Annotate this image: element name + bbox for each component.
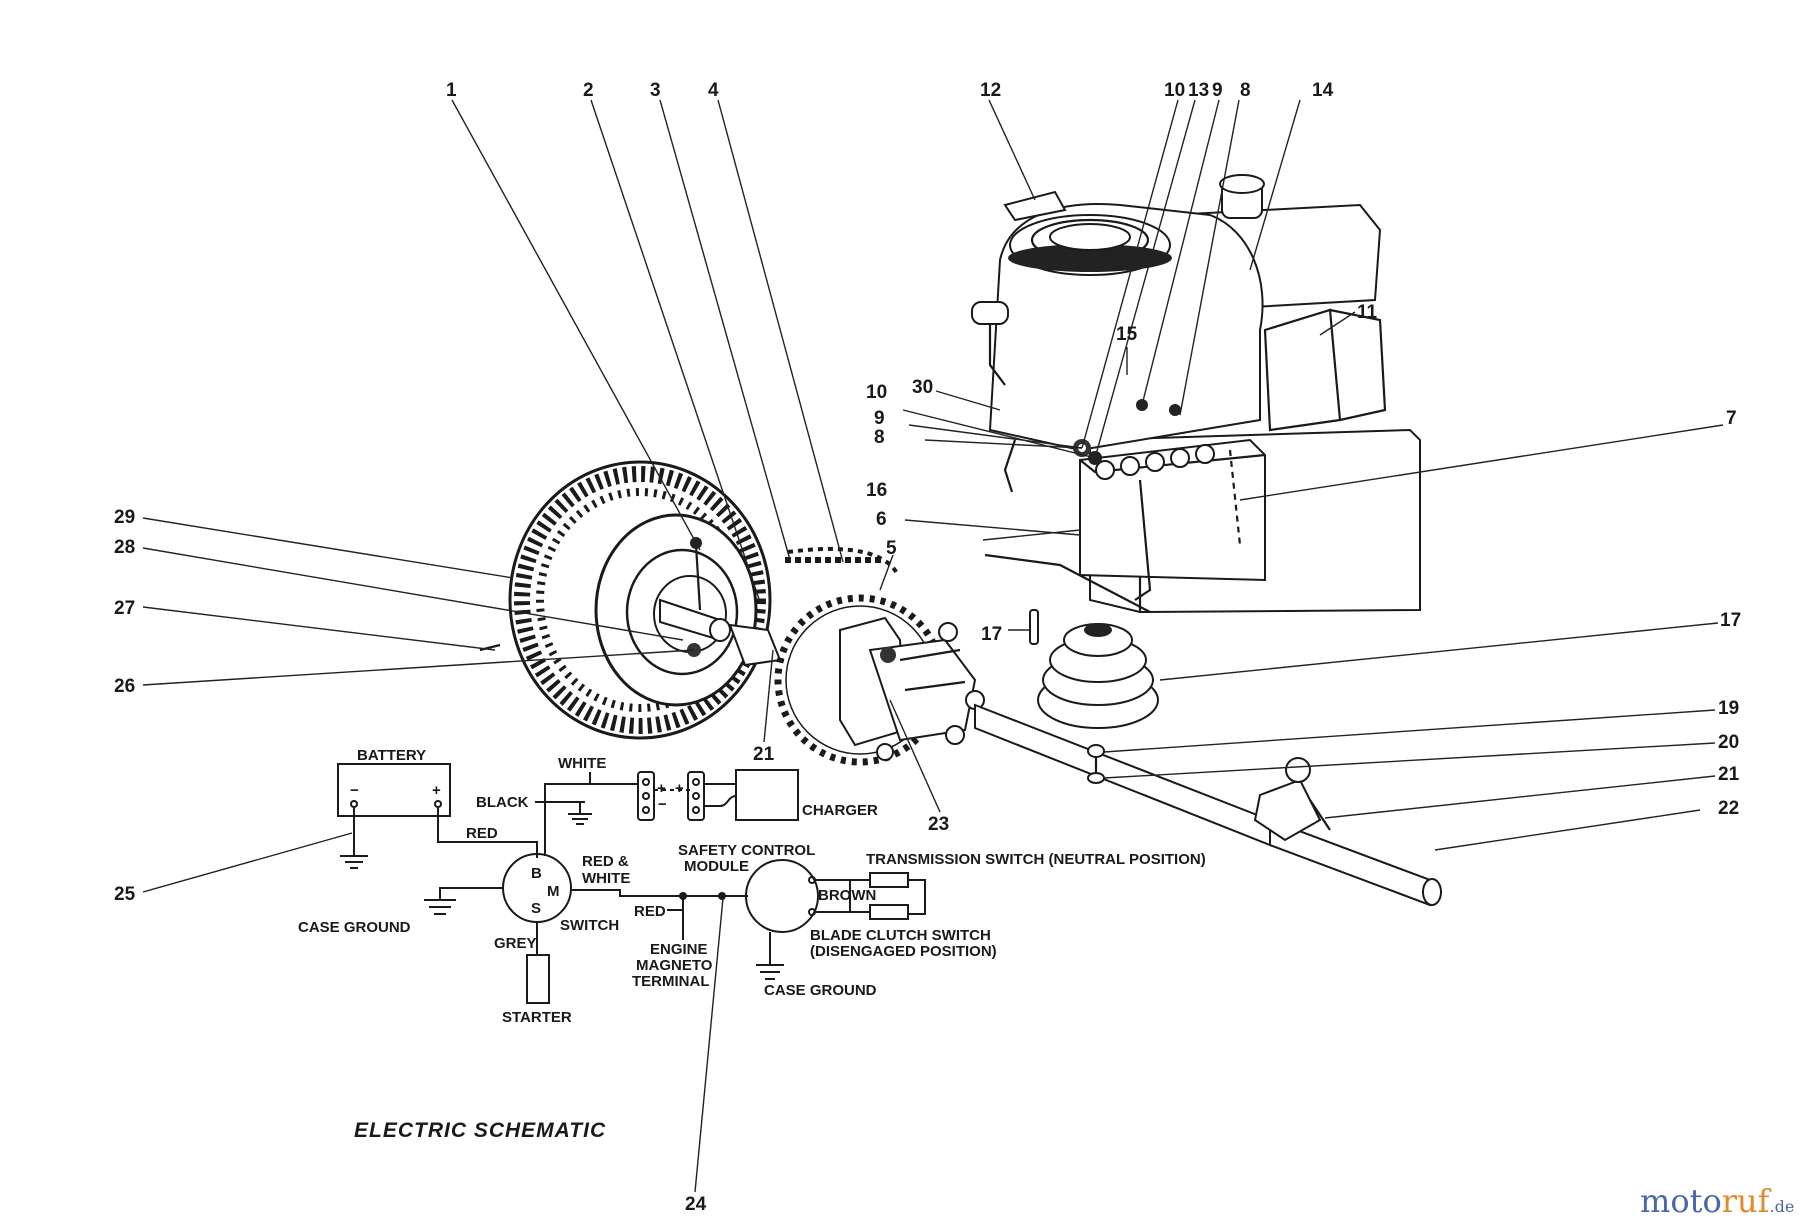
callout-25: 25 <box>114 884 136 905</box>
battery-symbol <box>337 763 451 817</box>
wheel-tire <box>479 460 782 740</box>
grey-wire-label: GREY <box>494 935 537 952</box>
safety-control-module-symbol <box>745 859 819 933</box>
red-white-label-1: RED & <box>582 853 629 870</box>
callout-2: 2 <box>583 80 594 101</box>
callout-5: 5 <box>886 538 897 559</box>
callout-24: 24 <box>685 1194 707 1215</box>
callout-10-top: 10 <box>1164 80 1185 101</box>
callout-1: 1 <box>446 80 457 101</box>
transmission-switch-label: TRANSMISSION SWITCH (NEUTRAL POSITION) <box>866 851 1206 868</box>
watermark-part-2: ruf <box>1722 1182 1772 1220</box>
callout-28: 28 <box>114 537 135 558</box>
blade-clutch-label-1: BLADE CLUTCH SWITCH <box>810 927 991 944</box>
watermark-part-3: .de <box>1769 1197 1794 1216</box>
switch-terminal-b: B <box>531 865 542 882</box>
svg-text:motoruf.de: motoruf.de <box>1640 1182 1794 1220</box>
callout-20: 20 <box>1718 732 1739 753</box>
charger-label: CHARGER <box>802 802 878 819</box>
plus-2: + <box>675 780 684 797</box>
leader-lines <box>142 99 1724 1193</box>
callout-12: 12 <box>980 80 1001 101</box>
red-wire-label: RED <box>466 825 498 842</box>
drive-shaft <box>974 703 1442 907</box>
callout-7: 7 <box>1726 408 1737 429</box>
case-ground-left-label: CASE GROUND <box>298 919 411 936</box>
callout-16: 16 <box>866 480 887 501</box>
engine <box>971 174 1421 614</box>
callout-27: 27 <box>114 598 135 619</box>
callout-numbers: 1 2 3 4 5 6 7 8 8 9 9 10 10 11 12 13 14 … <box>114 80 1741 1215</box>
switch-terminal-m: M <box>547 883 560 900</box>
callout-9-left: 9 <box>874 408 885 429</box>
callout-3: 3 <box>650 80 661 101</box>
callout-6: 6 <box>876 509 887 530</box>
engine-label-2: MAGNETO <box>636 957 713 974</box>
engine-label-1: ENGINE <box>650 941 708 958</box>
watermark-logo: motoruf.de <box>1640 1182 1794 1220</box>
schematic-title: ELECTRIC SCHEMATIC <box>354 1119 606 1142</box>
charger-symbol <box>735 769 799 821</box>
callout-21-right: 21 <box>1718 764 1740 785</box>
callout-8-top: 8 <box>1240 80 1251 101</box>
white-wire-label: WHITE <box>558 755 606 772</box>
callout-11: 11 <box>1357 302 1378 323</box>
callout-17-right: 17 <box>1720 610 1741 631</box>
battery-negative: − <box>350 782 359 799</box>
starter-symbol <box>526 954 550 1004</box>
gearbox <box>839 616 985 761</box>
electric-schematic: BATTERY − + RED B M S SWITCH CASE GROUND… <box>298 747 1206 1142</box>
callout-14: 14 <box>1312 80 1334 101</box>
red-mid-label: RED <box>634 903 666 920</box>
callout-4: 4 <box>708 80 719 101</box>
pulley <box>984 553 1159 729</box>
callout-13: 13 <box>1188 80 1209 101</box>
battery-label: BATTERY <box>357 747 426 764</box>
plus-1: + <box>657 780 666 797</box>
case-ground-right-label: CASE GROUND <box>764 982 877 999</box>
callout-17-left: 17 <box>981 624 1002 645</box>
callout-21-left: 21 <box>753 744 775 765</box>
battery-positive: + <box>432 782 441 799</box>
brown-wire-label: BROWN <box>818 887 876 904</box>
switch-terminal-s: S <box>531 900 541 917</box>
callout-29: 29 <box>114 507 135 528</box>
minus: − <box>658 796 667 813</box>
starter-label: STARTER <box>502 1009 572 1026</box>
callout-15: 15 <box>1116 324 1138 345</box>
callout-23: 23 <box>928 814 949 835</box>
transmission-switch-symbol <box>869 872 909 888</box>
callout-30: 30 <box>912 377 933 398</box>
callout-22: 22 <box>1718 798 1739 819</box>
callout-26: 26 <box>114 676 135 697</box>
watermark-part-1: moto <box>1640 1182 1722 1220</box>
black-wire-label: BLACK <box>476 794 529 811</box>
safety-label-1: SAFETY CONTROL <box>678 842 815 859</box>
callout-9-top: 9 <box>1212 80 1223 101</box>
safety-label-2: MODULE <box>684 858 749 875</box>
callout-19: 19 <box>1718 698 1739 719</box>
blade-clutch-label-2: (DISENGAGED POSITION) <box>810 943 997 960</box>
callout-8-left: 8 <box>874 427 885 448</box>
red-white-label-2: WHITE <box>582 870 630 887</box>
switch-label: SWITCH <box>560 917 619 934</box>
blade-clutch-switch-symbol <box>869 904 909 920</box>
callout-10-left: 10 <box>866 382 887 403</box>
engine-label-3: TERMINAL <box>632 973 710 990</box>
